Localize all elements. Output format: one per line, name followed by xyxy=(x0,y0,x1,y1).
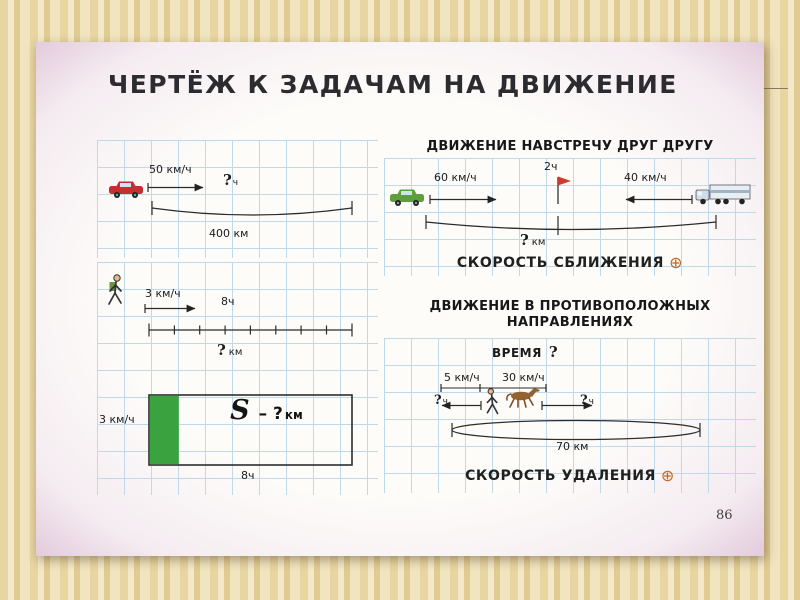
left-speed-label: 60 км/ч xyxy=(434,171,477,184)
meeting-distance-label: ?км xyxy=(520,231,546,249)
flag-icon xyxy=(557,176,571,204)
plus-circle-icon: ⊕ xyxy=(660,466,675,485)
truck-icon xyxy=(695,184,751,205)
distance-arc xyxy=(425,221,717,231)
towards-diagram-art xyxy=(390,176,751,235)
diagram-towards-each-other: 60 км/ч 2ч 40 км/ч ?км СКОРОСТЬ СБЛИЖЕНИ… xyxy=(384,158,756,276)
walker-distance-label: ?км xyxy=(217,341,243,359)
car-distance-label: 400 км xyxy=(209,227,249,240)
horse-icon xyxy=(506,388,540,408)
flag-time-label: 2ч xyxy=(544,160,558,173)
distance-arc xyxy=(151,207,353,216)
heading-opposite-directions: ДВИЖЕНИЕ В ПРОТИВОПОЛОЖНЫХ НАПРАВЛЕНИЯХ xyxy=(429,299,711,330)
right-speed-label: 40 км/ч xyxy=(624,171,667,184)
walker-diagram-art xyxy=(108,274,353,466)
walker-speed-label: 3 км/ч xyxy=(145,287,181,300)
plus-circle-icon: ⊕ xyxy=(669,253,684,272)
diagram-walker-and-area: 3 км/ч 8ч ?км 3 км/ч S – ? км 8ч xyxy=(97,262,378,495)
walker-time-label: 8ч xyxy=(221,295,235,308)
walker-icon xyxy=(108,274,122,305)
diagram-opposite-directions: ВРЕМЯ? 5 км/ч 30 км/ч ?ч ?ч 70 км СКОРОС… xyxy=(384,338,756,493)
separation-speed-caption: СКОРОСТЬ УДАЛЕНИЯ⊕ xyxy=(465,466,675,485)
area-rectangle xyxy=(148,394,353,466)
walker-small-icon xyxy=(486,388,499,415)
car-time-label: ?ч xyxy=(223,171,239,189)
time-label: ВРЕМЯ? xyxy=(492,343,559,361)
left-speed-label: 5 км/ч xyxy=(444,371,480,384)
green-car-icon xyxy=(390,189,424,206)
area-green-column xyxy=(149,395,179,465)
car-speed-label: 50 км/ч xyxy=(149,163,192,176)
right-time-label: ?ч xyxy=(580,393,594,408)
page-title: ЧЕРТЁЖ К ЗАДАЧАМ НА ДВИЖЕНИЕ xyxy=(108,70,678,99)
right-speed-label: 30 км/ч xyxy=(502,371,545,384)
total-distance-label: 70 км xyxy=(556,440,589,453)
rect-speed-label: 3 км/ч xyxy=(99,413,135,426)
heading-towards-each-other: ДВИЖЕНИЕ НАВСТРЕЧУ ДРУГ ДРУГУ xyxy=(426,139,714,154)
textbook-page: ЧЕРТЁЖ К ЗАДАЧАМ НА ДВИЖЕНИЕ xyxy=(36,42,764,556)
red-car-icon xyxy=(109,181,143,198)
left-time-label: ?ч xyxy=(434,393,448,408)
diagram-car-400km: 50 км/ч ?ч 400 км xyxy=(97,140,378,258)
rect-time-label: 8ч xyxy=(241,469,255,482)
closing-speed-caption: СКОРОСТЬ СБЛИЖЕНИЯ⊕ xyxy=(456,253,684,272)
page-number: 86 xyxy=(716,508,733,523)
car-diagram-art xyxy=(109,181,353,216)
opposite-diagram-art xyxy=(440,384,701,441)
area-formula: S – ? км xyxy=(230,395,303,426)
total-distance-ellipse xyxy=(451,419,701,441)
